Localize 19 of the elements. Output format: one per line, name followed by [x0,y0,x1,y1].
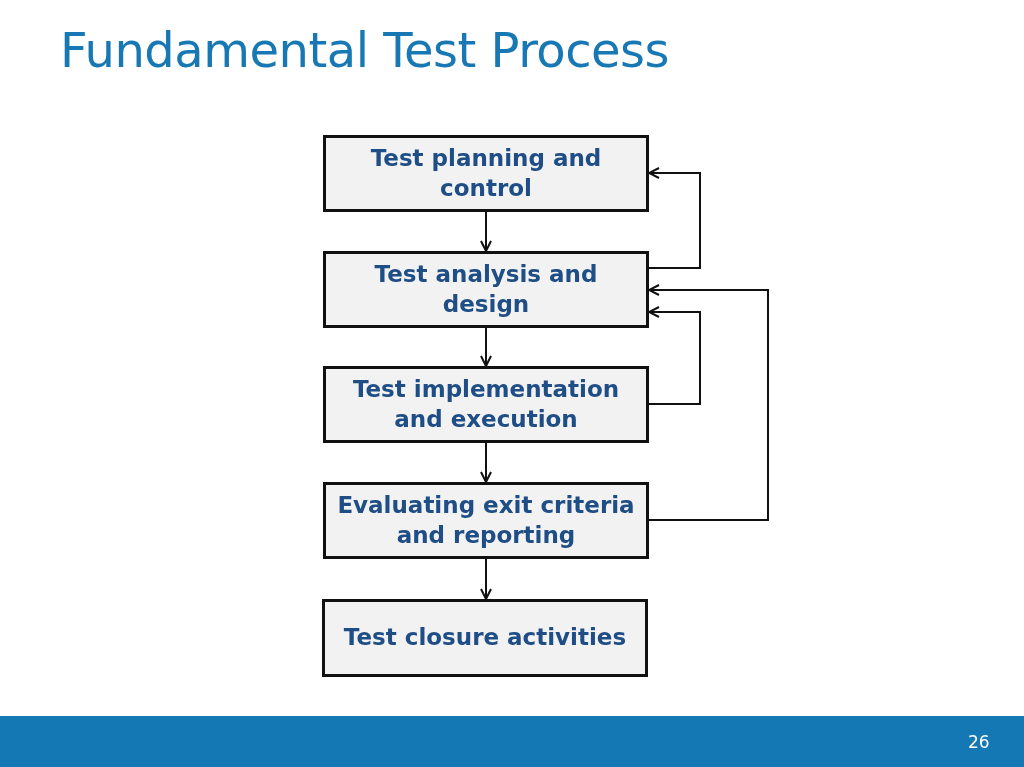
process-box [323,482,649,559]
arrow [648,167,701,269]
slide-title: Fundamental Test Process [60,22,670,78]
box-label: Test implementation and execution [351,374,621,434]
process-box [323,135,649,212]
arrow [648,284,769,521]
arrow [480,327,492,367]
arrow [480,558,492,600]
arrow [480,442,492,483]
process-box [323,366,649,443]
page-number: 26 [968,732,990,752]
process-box [323,251,649,328]
arrow [480,211,492,252]
box-label: Test closure activities [342,623,628,653]
box-label: Evaluating exit criteria and reporting [336,490,636,550]
arrow [648,306,701,405]
box-label: Test planning and control [369,143,603,203]
box-label: Test analysis and design [373,259,599,319]
process-box [322,599,648,677]
